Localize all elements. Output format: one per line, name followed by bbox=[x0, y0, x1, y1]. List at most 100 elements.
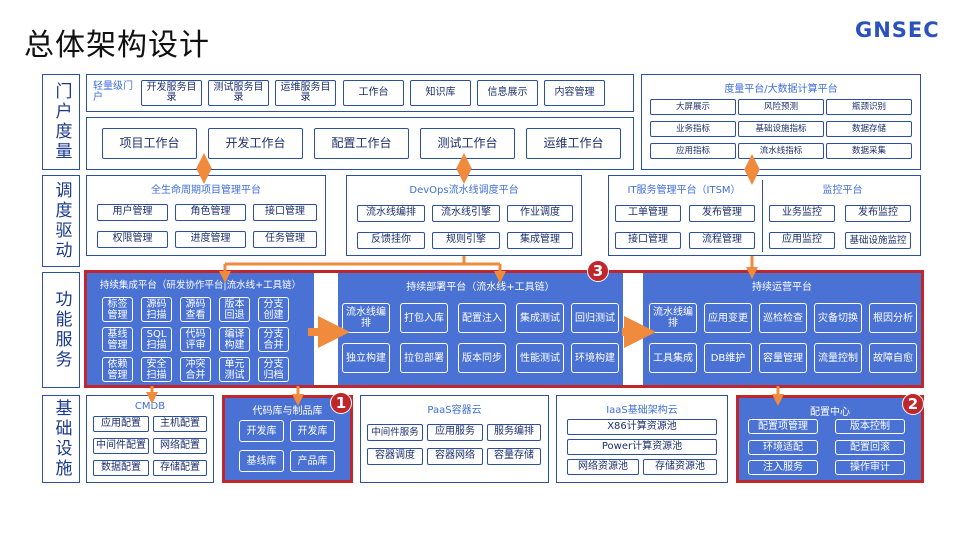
ticket-management[interactable]: 工单管理 bbox=[615, 205, 681, 222]
ci-branch-archive[interactable]: 分支归档 bbox=[258, 357, 289, 382]
content-management-link[interactable]: 内容管理 bbox=[544, 80, 605, 106]
bottleneck-identification[interactable]: 瓶颈识别 bbox=[826, 99, 912, 115]
ci-branch-merge[interactable]: 分支合并 bbox=[258, 327, 289, 352]
ops-workbench[interactable]: 运维工作台 bbox=[526, 128, 621, 159]
ops-db-maintenance[interactable]: DB维护 bbox=[704, 343, 752, 373]
business-metrics[interactable]: 业务指标 bbox=[650, 121, 736, 137]
ops-inspection[interactable]: 巡检检查 bbox=[759, 303, 807, 333]
cd-integration-test[interactable]: 集成测试 bbox=[516, 303, 564, 333]
app-monitoring[interactable]: 应用监控 bbox=[769, 232, 835, 249]
container-scheduling[interactable]: 容器调度 bbox=[367, 448, 423, 465]
ci-source-view[interactable]: 源码查看 bbox=[180, 297, 211, 322]
ci-baseline-management[interactable]: 基线管理 bbox=[102, 327, 133, 352]
ops-app-change[interactable]: 应用变更 bbox=[704, 303, 752, 333]
workbench-link[interactable]: 工作台 bbox=[343, 80, 404, 106]
info-display-link[interactable]: 信息展示 bbox=[477, 80, 538, 106]
itsm-interface-management[interactable]: 接口管理 bbox=[615, 232, 681, 249]
ci-compile-build[interactable]: 编译构建 bbox=[219, 327, 250, 352]
ci-code-review[interactable]: 代码评审 bbox=[180, 327, 211, 352]
dev-repo-2[interactable]: 开发库 bbox=[290, 420, 335, 442]
app-metrics[interactable]: 应用指标 bbox=[650, 143, 736, 159]
version-control[interactable]: 版本控制 bbox=[835, 419, 905, 434]
config-rollback[interactable]: 配置回滚 bbox=[835, 440, 905, 455]
release-monitoring[interactable]: 发布监控 bbox=[845, 205, 911, 222]
cd-performance-test[interactable]: 性能测试 bbox=[516, 343, 564, 373]
cd-regression-test[interactable]: 回归测试 bbox=[571, 303, 619, 333]
ops-root-cause[interactable]: 根因分析 bbox=[869, 303, 917, 333]
ci-sql-scan[interactable]: SQL扫描 bbox=[141, 327, 172, 352]
cd-independent-build[interactable]: 独立构建 bbox=[342, 343, 390, 373]
injection-service[interactable]: 注入服务 bbox=[748, 460, 818, 475]
feedback-item[interactable]: 反馈挂你 bbox=[357, 232, 425, 249]
test-workbench[interactable]: 测试工作台 bbox=[420, 128, 515, 159]
process-management[interactable]: 流程管理 bbox=[689, 232, 755, 249]
network-config[interactable]: 网络配置 bbox=[153, 438, 207, 454]
ops-capacity-management[interactable]: 容量管理 bbox=[759, 343, 807, 373]
ops-pipeline-orchestration[interactable]: 流水线编排 bbox=[649, 303, 697, 333]
storage-resource-pool[interactable]: 存储资源池 bbox=[643, 459, 717, 475]
project-workbench[interactable]: 项目工作台 bbox=[102, 128, 197, 159]
ci-version-rollback[interactable]: 版本回退 bbox=[219, 297, 250, 322]
dev-repo-1[interactable]: 开发库 bbox=[239, 420, 284, 442]
rule-engine[interactable]: 规则引擎 bbox=[432, 232, 500, 249]
container-network[interactable]: 容器网络 bbox=[427, 448, 483, 465]
ci-tag-management[interactable]: 标签管理 bbox=[102, 297, 133, 322]
ops-traffic-control[interactable]: 流量控制 bbox=[814, 343, 862, 373]
ops-tool-integration[interactable]: 工具集成 bbox=[649, 343, 697, 373]
data-storage[interactable]: 数据存储 bbox=[826, 121, 912, 137]
business-monitoring[interactable]: 业务监控 bbox=[769, 205, 835, 222]
data-config[interactable]: 数据配置 bbox=[93, 460, 149, 476]
ops-self-healing[interactable]: 故障自愈 bbox=[869, 343, 917, 373]
task-management[interactable]: 任务管理 bbox=[253, 231, 317, 248]
user-management[interactable]: 用户管理 bbox=[97, 204, 168, 221]
infra-monitoring[interactable]: 基础设施监控 bbox=[845, 232, 911, 249]
cd-pipeline-orchestration[interactable]: 流水线编排 bbox=[342, 303, 390, 333]
release-management[interactable]: 发布管理 bbox=[689, 205, 755, 222]
ci-conflict-merge[interactable]: 冲突合并 bbox=[180, 357, 211, 382]
dev-service-catalog[interactable]: 开发服务目录 bbox=[141, 80, 202, 106]
app-service[interactable]: 应用服务 bbox=[427, 424, 483, 441]
operation-audit[interactable]: 操作审计 bbox=[835, 460, 905, 475]
config-workbench[interactable]: 配置工作台 bbox=[314, 128, 409, 159]
ci-security-scan[interactable]: 安全扫描 bbox=[141, 357, 172, 382]
x86-compute-pool[interactable]: X86计算资源池 bbox=[567, 419, 717, 435]
pipeline-engine[interactable]: 流水线引擎 bbox=[432, 205, 500, 222]
cd-pull-deploy[interactable]: 拉包部署 bbox=[400, 343, 448, 373]
integration-management[interactable]: 集成管理 bbox=[507, 232, 573, 249]
baseline-repo[interactable]: 基线库 bbox=[239, 450, 284, 472]
network-resource-pool[interactable]: 网络资源池 bbox=[567, 459, 639, 475]
data-collection[interactable]: 数据采集 bbox=[826, 143, 912, 159]
cd-config-inject[interactable]: 配置注入 bbox=[458, 303, 506, 333]
pipeline-orchestration[interactable]: 流水线编排 bbox=[357, 205, 425, 222]
interface-management[interactable]: 接口管理 bbox=[253, 204, 317, 221]
ci-source-scan[interactable]: 源码扫描 bbox=[141, 297, 172, 322]
job-scheduling[interactable]: 作业调度 bbox=[507, 205, 573, 222]
middleware-config[interactable]: 中间件配置 bbox=[93, 438, 149, 454]
service-orchestration[interactable]: 服务编排 bbox=[487, 424, 541, 441]
capacity-storage[interactable]: 容量存储 bbox=[487, 448, 541, 465]
infra-metrics[interactable]: 基础设施指标 bbox=[738, 121, 824, 137]
power-compute-pool[interactable]: Power计算资源池 bbox=[567, 439, 717, 455]
dev-workbench[interactable]: 开发工作台 bbox=[208, 128, 303, 159]
big-screen-display[interactable]: 大屏展示 bbox=[650, 99, 736, 115]
cd-package-store[interactable]: 打包入库 bbox=[400, 303, 448, 333]
ops-service-catalog[interactable]: 运维服务目录 bbox=[275, 80, 336, 106]
middleware-service[interactable]: 中间件服务 bbox=[367, 424, 423, 441]
knowledge-base-link[interactable]: 知识库 bbox=[410, 80, 471, 106]
host-config[interactable]: 主机配置 bbox=[153, 416, 207, 432]
permission-management[interactable]: 权限管理 bbox=[97, 231, 168, 248]
cd-environment-build[interactable]: 环境构建 bbox=[571, 343, 619, 373]
cd-version-sync[interactable]: 版本同步 bbox=[458, 343, 506, 373]
role-management[interactable]: 角色管理 bbox=[175, 204, 246, 221]
progress-management[interactable]: 进度管理 bbox=[175, 231, 246, 248]
ci-branch-create[interactable]: 分支创建 bbox=[258, 297, 289, 322]
pipeline-metrics[interactable]: 流水线指标 bbox=[738, 143, 824, 159]
ci-dependency-management[interactable]: 依赖管理 bbox=[102, 357, 133, 382]
test-service-catalog[interactable]: 测试服务目录 bbox=[208, 80, 269, 106]
storage-config[interactable]: 存储配置 bbox=[153, 460, 207, 476]
app-config[interactable]: 应用配置 bbox=[93, 416, 149, 432]
environment-adaptation[interactable]: 环境适配 bbox=[748, 440, 818, 455]
ops-dr-switch[interactable]: 灾备切换 bbox=[814, 303, 862, 333]
ci-unit-test[interactable]: 单元测试 bbox=[219, 357, 250, 382]
config-item-management[interactable]: 配置项管理 bbox=[748, 419, 818, 434]
